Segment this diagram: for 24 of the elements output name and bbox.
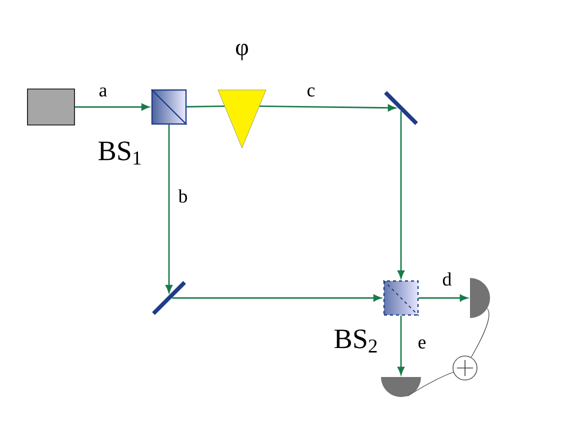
edge-label: c (306, 86, 316, 98)
detector (381, 377, 421, 397)
component-label: BS$_{2}$ (334, 330, 377, 352)
adder-symbol (452, 356, 478, 380)
light-source (27, 88, 75, 126)
light-beam (166, 124, 172, 293)
light-beam (172, 294, 382, 302)
edge-label: b (177, 188, 189, 204)
light-beam (186, 106, 225, 108)
detector (470, 278, 490, 318)
component-label: φ (236, 44, 248, 60)
component-label: BS$_{1}$ (98, 142, 141, 164)
wire (470, 308, 490, 358)
light-beam (74, 104, 150, 110)
mirror (384, 91, 418, 125)
mirror (152, 281, 186, 315)
edge-label: a (98, 86, 108, 98)
edge-label: e (416, 338, 428, 350)
light-beam (260, 104, 396, 112)
light-beam (398, 316, 404, 375)
edge-label: d (441, 271, 453, 287)
light-beam (418, 294, 468, 302)
light-beam (398, 111, 404, 278)
wire (407, 372, 454, 396)
